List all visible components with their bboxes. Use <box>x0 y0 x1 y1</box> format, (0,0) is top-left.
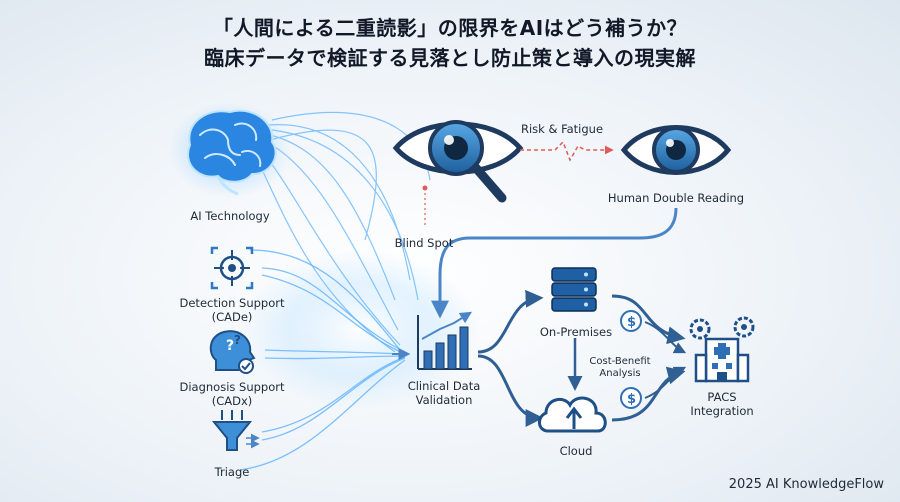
feedback-arrow <box>431 207 678 319</box>
page-title-line-1: 「人間による二重読影」の限界をAIはどう補うか？ <box>212 16 688 40</box>
risk-arrow <box>520 140 614 162</box>
svg-text:?: ? <box>226 338 234 354</box>
blind-spot-marker <box>422 185 428 228</box>
label-clinical-data-validation: Clinical Data Validation <box>407 379 481 407</box>
label-blind-spot: Blind Spot <box>394 236 454 250</box>
label-triage: Triage <box>214 465 250 479</box>
brain-icon <box>168 102 292 198</box>
brain-flow-lines <box>259 111 431 353</box>
label-detection-support: Detection Support (CADe) <box>179 296 285 324</box>
funnel-icon <box>211 410 260 451</box>
page-title-line-2: 臨床データで検証する見落とし防止策と導入の現実解 <box>204 46 696 70</box>
svg-text:$: $ <box>627 315 636 330</box>
dollar-coin-icon: $ <box>620 310 642 332</box>
label-pacs-integration: PACS Integration <box>690 390 754 418</box>
cloud-upload-icon <box>538 396 607 433</box>
label-diagnosis-support: Diagnosis Support (CADx) <box>179 380 285 408</box>
label-ai-technology: AI Technology <box>190 209 270 223</box>
pacs-arrows <box>611 294 687 422</box>
bar-chart-icon <box>417 311 473 370</box>
dollar-coin-icon: $ <box>620 387 642 409</box>
label-risk-fatigue: Risk & Fatigue <box>520 122 604 136</box>
branch-arrows <box>477 289 583 427</box>
head-question-icon: ? ? <box>209 330 256 374</box>
hospital-gear-icon <box>689 316 755 383</box>
label-cloud: Cloud <box>559 444 593 458</box>
label-cost-benefit-analysis: Cost-Benefit Analysis <box>589 356 651 379</box>
support-flow-lines <box>239 249 406 471</box>
svg-text:?: ? <box>234 333 241 347</box>
crosshair-target-icon <box>210 246 254 290</box>
footer-credit: 2025 AI KnowledgeFlow <box>728 477 884 492</box>
server-icon <box>551 267 597 312</box>
svg-text:$: $ <box>627 392 636 407</box>
magnifier-eye-icon <box>392 120 524 203</box>
label-human-double-reading: Human Double Reading <box>607 191 745 205</box>
label-on-premises: On-Premises <box>539 325 613 339</box>
eye-icon <box>620 125 732 175</box>
